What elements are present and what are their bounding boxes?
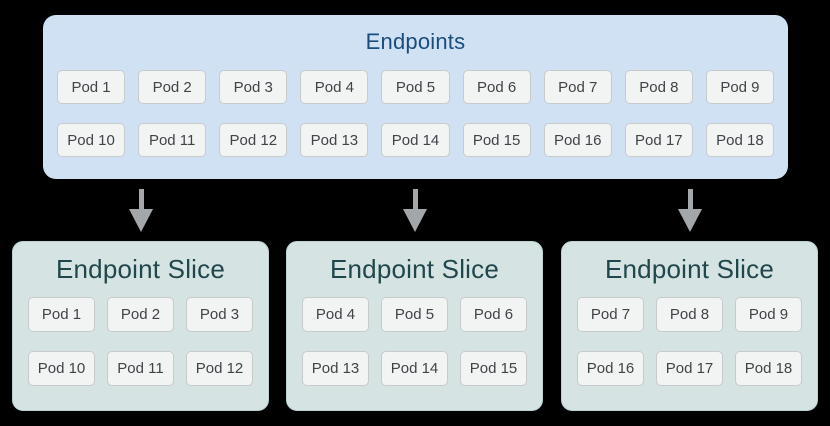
pod-chip: Pod 15 <box>460 351 527 386</box>
down-arrow-head <box>678 209 702 232</box>
pod-chip: Pod 14 <box>381 351 448 386</box>
pod-chip: Pod 16 <box>543 123 612 157</box>
endpoint-slice-box-3: Endpoint Slice Pod 7 Pod 8 Pod 9 Pod 16 … <box>561 241 818 411</box>
pod-chip: Pod 4 <box>302 297 369 332</box>
pod-chip: Pod 13 <box>302 351 369 386</box>
pod-chip: Pod 2 <box>107 297 174 332</box>
down-arrow-head <box>403 209 427 232</box>
pod-chip: Pod 10 <box>28 351 95 386</box>
endpoint-slice-title: Endpoint Slice <box>604 254 775 284</box>
pod-chip: Pod 3 <box>186 297 253 332</box>
down-arrow-shaft <box>412 189 418 209</box>
endpoints-title: Endpoints <box>365 29 466 54</box>
slice-pod-grid: Pod 1 Pod 2 Pod 3 Pod 10 Pod 11 Pod 12 <box>28 297 253 386</box>
pod-chip: Pod 16 <box>577 351 644 386</box>
endpoint-slice-title: Endpoint Slice <box>55 254 226 284</box>
pod-chip: Pod 2 <box>138 70 207 104</box>
pod-chip: Pod 18 <box>705 123 774 157</box>
endpoints-pod-grid: Pod 1 Pod 2 Pod 3 Pod 4 Pod 5 Pod 6 Pod … <box>57 70 774 157</box>
pod-chip: Pod 1 <box>57 70 126 104</box>
pod-chip: Pod 11 <box>107 351 174 386</box>
endpoints-box: Endpoints Pod 1 Pod 2 Pod 3 Pod 4 Pod 5 … <box>43 15 788 179</box>
pod-chip: Pod 11 <box>138 123 207 157</box>
endpoint-slice-box-2: Endpoint Slice Pod 4 Pod 5 Pod 6 Pod 13 … <box>286 241 543 411</box>
pod-chip: Pod 6 <box>462 70 531 104</box>
endpoint-slice-box-1: Endpoint Slice Pod 1 Pod 2 Pod 3 Pod 10 … <box>12 241 269 411</box>
pod-chip: Pod 7 <box>543 70 612 104</box>
pod-chip: Pod 13 <box>300 123 369 157</box>
pod-chip: Pod 10 <box>57 123 126 157</box>
down-arrow-head <box>129 209 153 232</box>
pod-chip: Pod 9 <box>705 70 774 104</box>
pod-chip: Pod 3 <box>219 70 288 104</box>
pod-chip: Pod 4 <box>300 70 369 104</box>
pod-chip: Pod 18 <box>735 351 802 386</box>
down-arrow-icon <box>403 189 427 232</box>
pod-chip: Pod 5 <box>381 297 448 332</box>
down-arrow-icon <box>678 189 702 232</box>
pod-chip: Pod 6 <box>460 297 527 332</box>
pod-chip: Pod 12 <box>186 351 253 386</box>
slice-pod-grid: Pod 7 Pod 8 Pod 9 Pod 16 Pod 17 Pod 18 <box>577 297 802 386</box>
pod-chip: Pod 1 <box>28 297 95 332</box>
down-arrow-icon <box>129 189 153 232</box>
pod-chip: Pod 5 <box>381 70 450 104</box>
pod-chip: Pod 17 <box>624 123 693 157</box>
pod-chip: Pod 9 <box>735 297 802 332</box>
down-arrow-shaft <box>138 189 144 209</box>
pod-chip: Pod 12 <box>219 123 288 157</box>
pod-chip: Pod 8 <box>624 70 693 104</box>
pod-chip: Pod 15 <box>462 123 531 157</box>
pod-chip: Pod 7 <box>577 297 644 332</box>
slice-pod-grid: Pod 4 Pod 5 Pod 6 Pod 13 Pod 14 Pod 15 <box>302 297 527 386</box>
pod-chip: Pod 14 <box>381 123 450 157</box>
pod-chip: Pod 17 <box>656 351 723 386</box>
down-arrow-shaft <box>687 189 693 209</box>
pod-chip: Pod 8 <box>656 297 723 332</box>
endpoint-slice-title: Endpoint Slice <box>329 254 500 284</box>
